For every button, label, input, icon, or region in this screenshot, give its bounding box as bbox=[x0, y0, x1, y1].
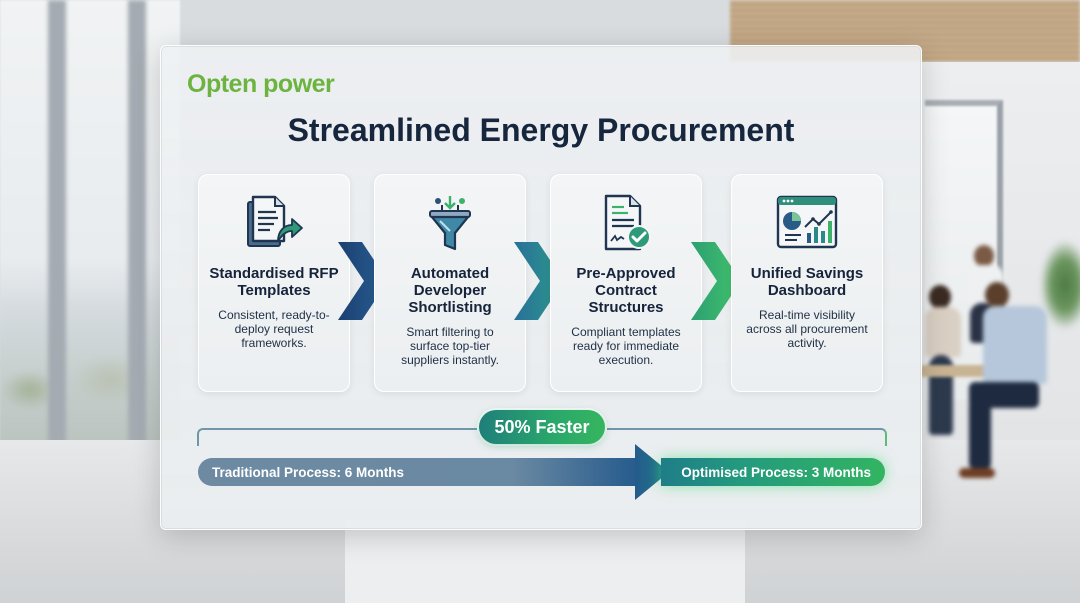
optimised-process-label: Optimised Process: 3 Months bbox=[681, 464, 871, 480]
procurement-infographic-panel: Opten power Streamlined Energy Procureme… bbox=[160, 45, 922, 530]
step-title: Standardised RFP Templates bbox=[209, 265, 339, 299]
dashboard-chart-icon bbox=[776, 195, 838, 249]
step-card-contract-structures: Pre-Approved Contract Structures Complia… bbox=[550, 174, 702, 392]
step-card-developer-shortlisting: Automated Developer Shortlisting Smart f… bbox=[374, 174, 526, 392]
traditional-process-label: Traditional Process: 6 Months bbox=[212, 464, 405, 480]
page-title: Streamlined Energy Procurement bbox=[287, 112, 795, 148]
optimised-process-bar: Optimised Process: 3 Months bbox=[661, 458, 885, 486]
brand-logo: Opten power bbox=[187, 70, 335, 99]
document-share-icon bbox=[247, 195, 303, 247]
contract-check-icon bbox=[604, 194, 651, 251]
step-card-savings-dashboard: Unified Savings Dashboard Real-time visi… bbox=[731, 174, 883, 392]
step-title: Automated Developer Shortlisting bbox=[408, 265, 492, 316]
background-column bbox=[345, 520, 745, 603]
step-description: Compliant templates ready for immediate … bbox=[571, 325, 681, 367]
step-title: Unified Savings Dashboard bbox=[750, 265, 864, 299]
step-description: Real-time visibility across all procurem… bbox=[746, 308, 868, 350]
background-window-frame bbox=[128, 0, 146, 450]
speed-improvement-badge: 50% Faster bbox=[479, 410, 605, 444]
funnel-filter-icon bbox=[429, 196, 471, 251]
traditional-process-bar: Traditional Process: 6 Months bbox=[198, 458, 648, 486]
brand-logo-text: Opten power bbox=[187, 70, 335, 98]
background-window-frame bbox=[48, 0, 66, 470]
arrow-right-icon bbox=[635, 444, 669, 500]
step-title: Pre-Approved Contract Structures bbox=[576, 265, 676, 316]
step-description: Smart filtering to surface top-tier supp… bbox=[401, 325, 499, 367]
step-description: Consistent, ready-to-deploy request fram… bbox=[218, 308, 330, 350]
step-card-rfp-templates: Standardised RFP Templates Consistent, r… bbox=[198, 174, 350, 392]
